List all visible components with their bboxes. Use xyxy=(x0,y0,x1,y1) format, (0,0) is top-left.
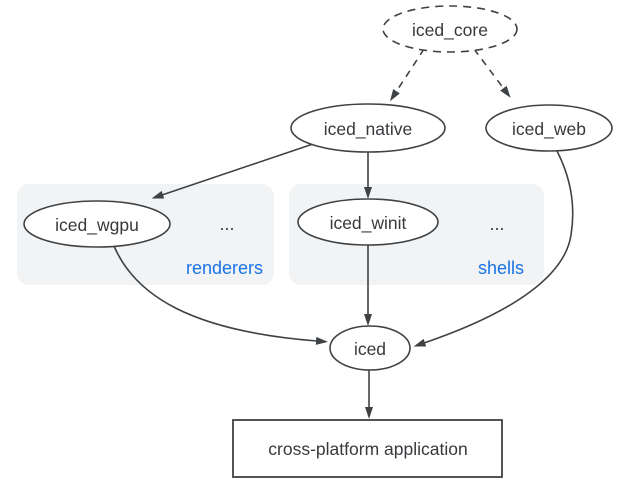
iced-wgpu-ellipse xyxy=(23,200,171,248)
iced-wgpu-label: iced_wgpu xyxy=(55,215,139,236)
iced-core-label: iced_core xyxy=(412,20,488,41)
iced-label: iced xyxy=(354,339,386,359)
iced-web-label: iced_web xyxy=(512,119,586,140)
iced-native-label: iced_native xyxy=(324,119,413,140)
iced-winit-label: iced_winit xyxy=(330,213,407,234)
node-cross-platform-application: cross-platform application xyxy=(232,419,503,478)
node-iced-core: iced_core xyxy=(382,5,518,53)
shells-group-label: shells xyxy=(478,258,524,278)
edge-iced-core-to-iced-native xyxy=(389,48,425,102)
edge-iced-native-to-iced-wgpu xyxy=(151,143,314,199)
edge-iced-web-to-iced xyxy=(413,150,574,347)
iced-core-ellipse xyxy=(382,5,518,53)
iced-winit-ellipse xyxy=(297,198,439,246)
iced-web-ellipse xyxy=(485,104,613,152)
node-iced-native: iced_native xyxy=(290,103,446,153)
renderers-group-label: renderers xyxy=(186,258,263,278)
iced-native-ellipse xyxy=(290,103,446,153)
edge-iced-core-to-iced-web xyxy=(473,48,511,98)
node-iced-winit: iced_winit xyxy=(297,198,439,246)
renderers-ellipsis: ... xyxy=(219,214,234,234)
node-iced-web: iced_web xyxy=(485,104,613,152)
edge-iced-wgpu-to-iced xyxy=(113,245,328,345)
node-iced-wgpu: iced_wgpu xyxy=(23,200,171,248)
iced-ellipse xyxy=(329,325,411,371)
application-label: cross-platform application xyxy=(268,439,467,459)
application-rect xyxy=(232,419,503,478)
shells-ellipsis: ... xyxy=(489,214,504,234)
node-iced: iced xyxy=(329,325,411,371)
